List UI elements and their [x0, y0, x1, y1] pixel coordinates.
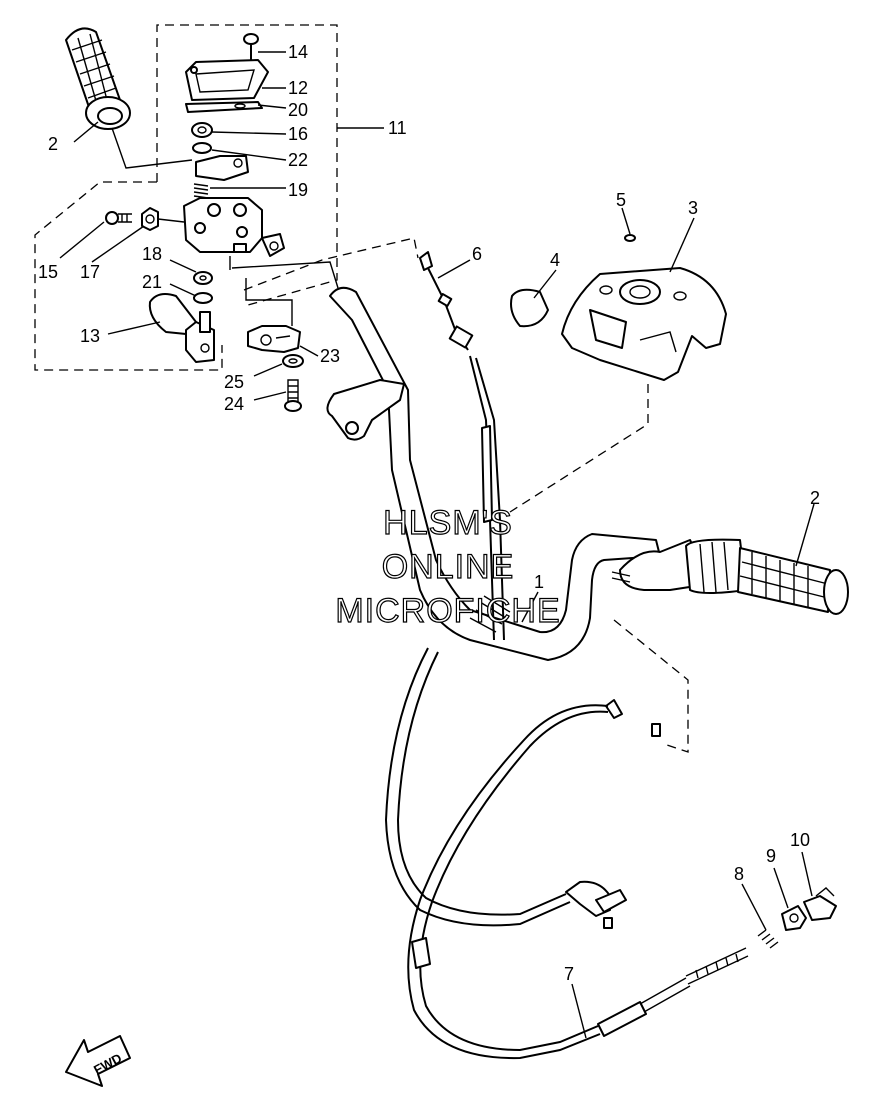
cable-6 — [384, 251, 627, 929]
washer-18 — [193, 271, 213, 285]
clip-5 — [624, 234, 636, 242]
callout-15: 15 — [38, 262, 58, 282]
callout-10: 10 — [790, 830, 810, 850]
callout-3: 3 — [688, 198, 698, 218]
callout-7: 7 — [564, 964, 574, 984]
cable-7 — [407, 699, 749, 1060]
callout-4: 4 — [550, 250, 560, 270]
callout-23: 23 — [320, 346, 340, 366]
nut-17 — [141, 207, 185, 231]
callout-6: 6 — [472, 244, 482, 264]
callout-9: 9 — [766, 846, 776, 866]
watermark: HLSM'S ONLINE MICROFICHE — [335, 503, 561, 630]
watermark-line-1: HLSM'S — [383, 504, 513, 542]
screw-24 — [284, 379, 302, 412]
leader-lines — [59, 51, 815, 1039]
callout-24: 24 — [224, 394, 244, 414]
callout-labels: 1 2 2 3 4 5 6 7 8 9 10 11 12 13 14 15 16… — [38, 42, 820, 984]
screw-15 — [105, 211, 132, 225]
washer-21 — [193, 292, 213, 304]
plate-22 — [195, 155, 249, 181]
washer-22-ring — [192, 142, 212, 154]
lever-13 — [148, 293, 215, 363]
callout-18: 18 — [142, 244, 162, 264]
switch-body — [183, 197, 285, 257]
washer-25 — [282, 354, 304, 368]
callout-22: 22 — [288, 150, 308, 170]
right-grip — [685, 538, 849, 615]
holder-23 — [247, 325, 301, 353]
callout-20: 20 — [288, 100, 308, 120]
watermark-line-2: ONLINE — [382, 548, 515, 586]
gasket-20 — [185, 101, 263, 113]
spring-19 — [193, 183, 209, 199]
callout-8: 8 — [734, 864, 744, 884]
callout-11: 11 — [388, 118, 407, 138]
handlebar — [326, 286, 661, 661]
nut-10 — [803, 887, 837, 921]
callout-2-right: 2 — [810, 488, 820, 508]
cap-4 — [510, 288, 549, 328]
callout-17: 17 — [80, 262, 100, 282]
cover-12 — [185, 59, 269, 101]
callout-2-left: 2 — [48, 134, 58, 154]
callout-5: 5 — [616, 190, 626, 210]
assembly-box-11 — [34, 24, 338, 371]
callout-13: 13 — [80, 326, 100, 346]
left-grip — [65, 27, 193, 169]
callout-14: 14 — [288, 42, 308, 62]
callout-19: 19 — [288, 180, 308, 200]
cover-3 — [561, 267, 727, 381]
callout-21: 21 — [142, 272, 162, 292]
adjuster-9 — [781, 905, 807, 931]
callout-16: 16 — [288, 124, 308, 144]
callout-1: 1 — [534, 572, 544, 592]
nut-16 — [191, 122, 213, 138]
callout-25: 25 — [224, 372, 244, 392]
spring-8 — [757, 929, 779, 949]
watermark-line-3: MICROFICHE — [335, 592, 560, 630]
fwd-arrow: FWD — [65, 1035, 131, 1087]
callout-12: 12 — [288, 78, 308, 98]
